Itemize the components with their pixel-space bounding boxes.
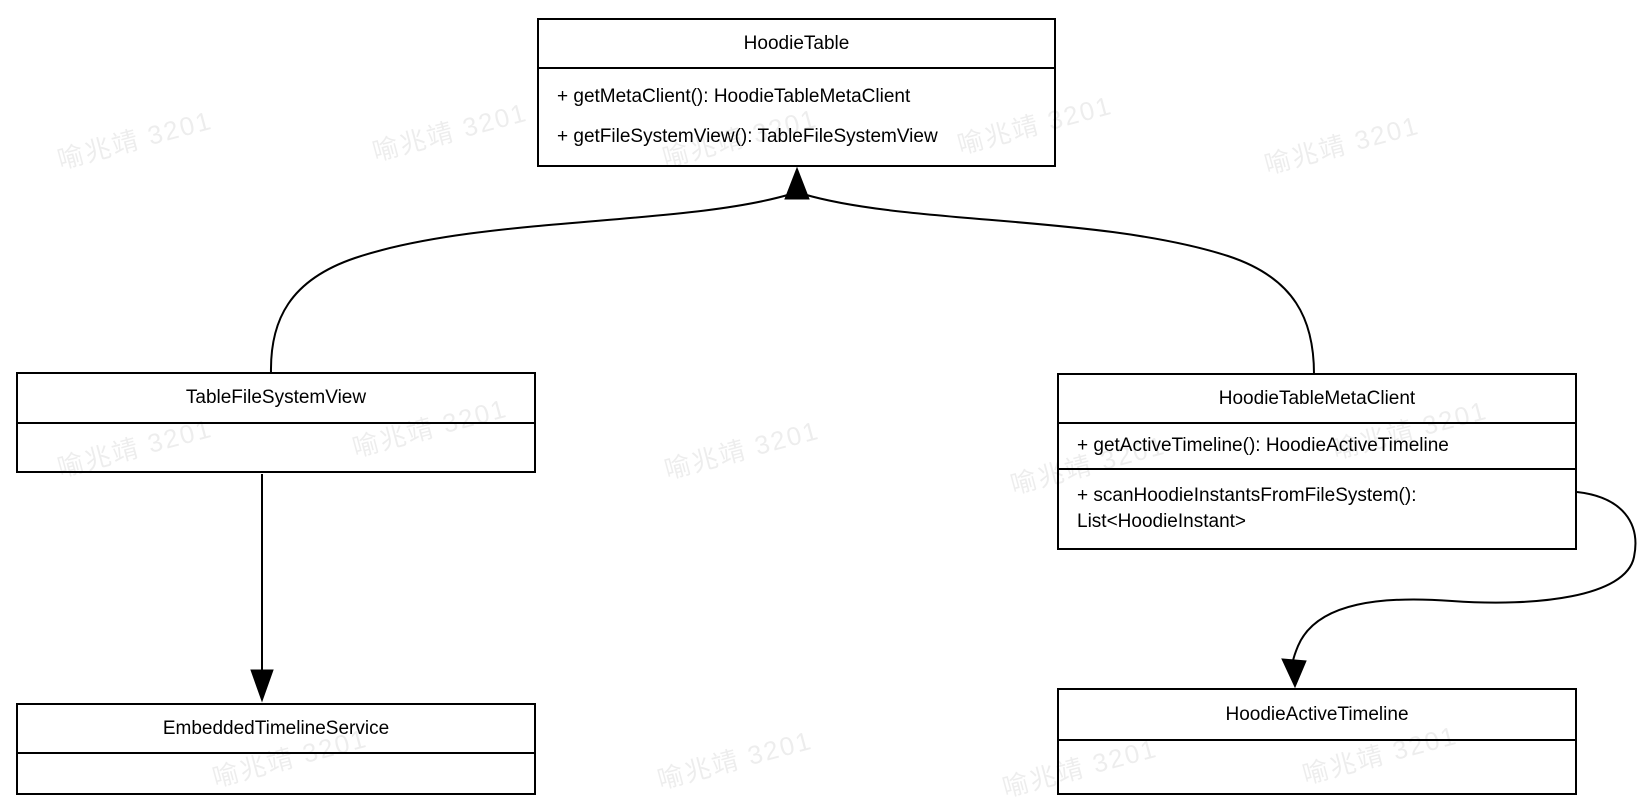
member-compartment-getactivetimeline: + getActiveTimeline(): HoodieActiveTimel…	[1059, 424, 1575, 470]
watermark-text: 喻兆靖 3201	[1261, 109, 1423, 181]
arrowhead-into-activetimeline	[1281, 658, 1307, 689]
member-scanhoodieinstants: + scanHoodieInstantsFromFileSystem(): Li…	[1077, 485, 1417, 532]
class-box-hoodie-table-meta-client[interactable]: HoodieTableMetaClient + getActiveTimelin…	[1057, 373, 1577, 550]
class-box-table-file-system-view[interactable]: TableFileSystemView	[16, 372, 536, 473]
class-members-hoodie-table: + getMetaClient(): HoodieTableMetaClient…	[539, 69, 1054, 165]
arrowhead-into-hoodietable	[784, 166, 810, 200]
arrowhead-into-embeddedtimelineservice	[250, 669, 274, 703]
arrow-metaclient-to-hoodietable[interactable]	[802, 193, 1315, 375]
watermark-text: 喻兆靖 3201	[54, 104, 216, 176]
watermark-text: 喻兆靖 3201	[661, 414, 823, 486]
arrow-tablefilesystemview-to-hoodietable[interactable]	[269, 193, 792, 374]
class-title-hoodie-table: HoodieTable	[539, 20, 1054, 69]
member-compartment-scanhoodieinstants: + scanHoodieInstantsFromFileSystem(): Li…	[1059, 470, 1575, 546]
class-members-table-file-system-view	[18, 424, 534, 471]
class-members-embedded-timeline-service	[18, 754, 534, 793]
class-title-embedded-timeline-service: EmbeddedTimelineService	[18, 705, 534, 754]
class-box-hoodie-active-timeline[interactable]: HoodieActiveTimeline	[1057, 688, 1577, 795]
member-getmetaclient: + getMetaClient(): HoodieTableMetaClient	[557, 85, 911, 107]
watermark-text: 喻兆靖 3201	[654, 724, 816, 796]
member-getfilesystemview: + getFileSystemView(): TableFileSystemVi…	[557, 126, 938, 148]
class-box-hoodie-table[interactable]: HoodieTable + getMetaClient(): HoodieTab…	[537, 18, 1056, 167]
class-members-hoodie-active-timeline	[1059, 741, 1575, 793]
class-box-embedded-timeline-service[interactable]: EmbeddedTimelineService	[16, 703, 536, 795]
watermark-text: 喻兆靖 3201	[369, 96, 531, 168]
class-title-hoodie-table-meta-client: HoodieTableMetaClient	[1059, 375, 1575, 424]
class-title-table-file-system-view: TableFileSystemView	[18, 374, 534, 424]
class-title-hoodie-active-timeline: HoodieActiveTimeline	[1059, 690, 1575, 741]
member-getactivetimeline: + getActiveTimeline(): HoodieActiveTimel…	[1077, 435, 1449, 456]
